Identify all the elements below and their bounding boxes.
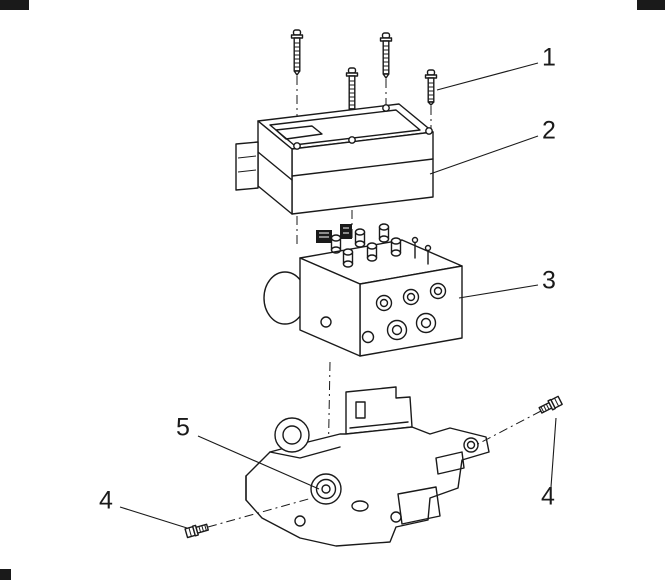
callout-4-right: 4 — [541, 482, 555, 511]
bracket-left-hole — [274, 417, 310, 453]
leader-line-1 — [436, 62, 539, 91]
bracket-arm-hole — [435, 437, 479, 475]
connector-pins — [316, 224, 352, 243]
callout-2: 2 — [542, 116, 556, 145]
screw-icon — [290, 29, 304, 76]
leader-line-2 — [429, 135, 539, 175]
solenoid-posts — [330, 223, 432, 268]
valve-body — [263, 223, 463, 357]
leader-line-3 — [458, 284, 539, 299]
bolt-right — [538, 395, 563, 414]
mounting-screws — [290, 29, 438, 114]
bolt-left — [184, 523, 209, 539]
leader-line-4-left — [119, 506, 188, 529]
bracket-holes — [245, 446, 441, 527]
control-module — [235, 103, 434, 215]
leader-lines — [119, 62, 557, 529]
module-mounting-holes — [293, 104, 433, 150]
screw-icon — [379, 32, 393, 79]
screw-icon — [424, 69, 438, 106]
callout-5: 5 — [176, 413, 190, 442]
callout-4-left: 4 — [99, 486, 113, 515]
screw-icon — [345, 67, 359, 114]
module-connector — [235, 141, 259, 191]
bracket-center-sleeve — [310, 473, 342, 505]
leader-line-4-right — [550, 417, 557, 488]
bolt-centerlines — [207, 410, 542, 528]
leader-line-5 — [197, 435, 320, 490]
hydraulic-ports — [320, 282, 447, 344]
callout-1: 1 — [542, 43, 556, 72]
mounting-bracket — [245, 386, 490, 547]
callout-3: 3 — [542, 266, 556, 295]
